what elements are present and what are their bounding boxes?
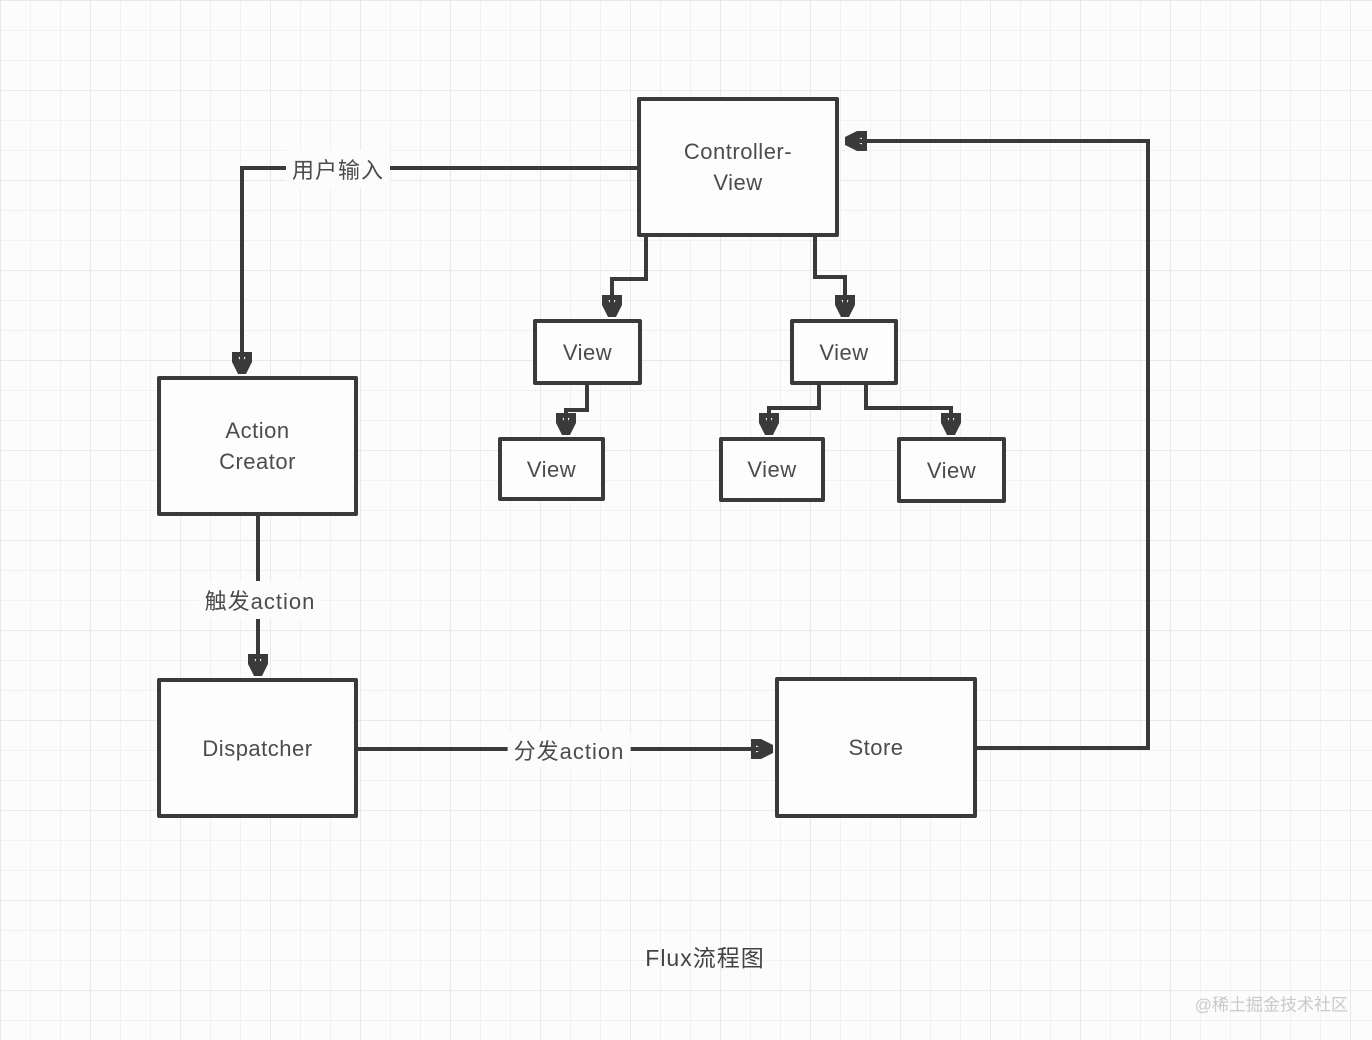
node-label-line: Creator	[219, 449, 296, 474]
node-view-mid-right: View	[790, 319, 898, 385]
node-label: View	[526, 456, 577, 482]
node-label: View	[747, 457, 797, 482]
edge-controller-to-view-left	[612, 237, 648, 315]
node-view-bottom-right: View	[897, 437, 1006, 503]
diagram-title: Flux流程图	[645, 945, 765, 971]
node-action-creator: Action Creator	[157, 376, 358, 516]
edge-viewleft-to-child	[566, 385, 589, 433]
edge-controller-to-view-right	[813, 237, 845, 315]
node-label: Store	[848, 735, 904, 760]
node-label: View	[819, 339, 869, 365]
edge-user-input	[242, 166, 637, 372]
node-view-mid-left: View	[533, 319, 642, 385]
node-view-bottom-left: View	[498, 437, 605, 501]
node-dispatcher: Dispatcher	[157, 678, 358, 818]
node-label-line: Action	[225, 418, 290, 443]
node-label-line: Controller-	[683, 139, 793, 164]
edge-store-to-controller-view	[847, 141, 1150, 750]
edge-viewright-to-child-right	[864, 385, 951, 433]
edge-viewright-to-child-left	[769, 385, 821, 433]
node-store: Store	[775, 677, 977, 818]
edge-label-user-input: 用户输入	[285, 150, 391, 188]
node-controller-view: Controller- View	[637, 97, 839, 237]
edge-label-dispatch-action: 分发action	[507, 731, 631, 769]
watermark: @稀土掘金技术社区	[1194, 995, 1348, 1015]
node-view-bottom-mid: View	[719, 437, 825, 502]
edge-label-trigger-action: 触发action	[198, 581, 322, 619]
node-label: View	[926, 457, 977, 483]
node-label: Dispatcher	[202, 735, 313, 761]
node-label: View	[562, 339, 613, 365]
node-label-line: View	[713, 170, 763, 195]
